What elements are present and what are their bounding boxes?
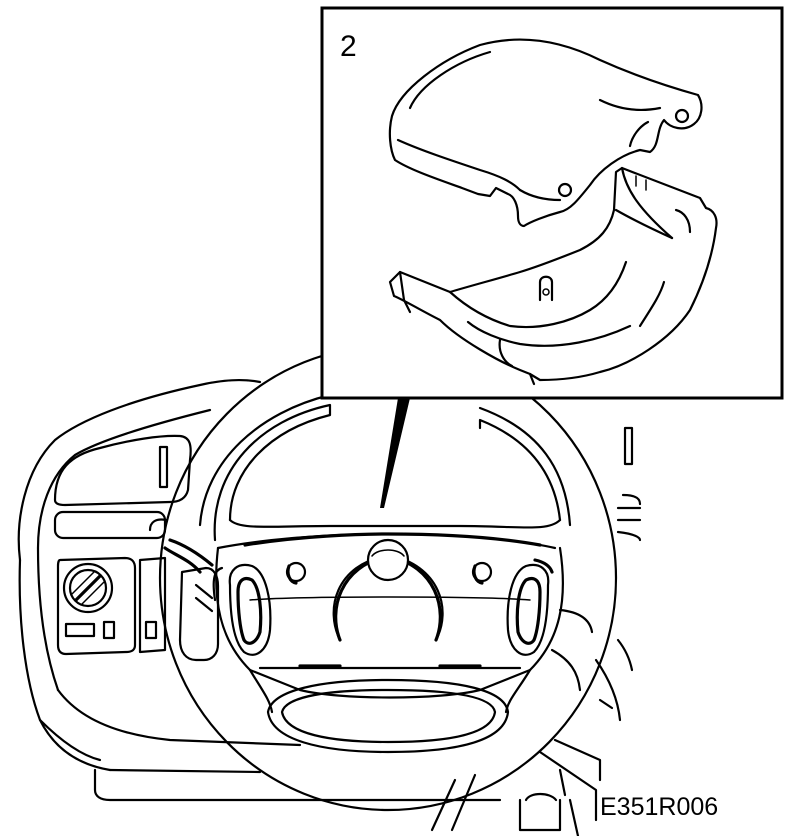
dashboard-panel bbox=[17, 379, 502, 802]
upper-cover-half bbox=[388, 38, 703, 228]
detail-number-label: 2 bbox=[340, 30, 357, 63]
detail-box: 2 bbox=[320, 6, 784, 400]
callout-leader bbox=[380, 398, 410, 508]
lower-cover-half bbox=[388, 166, 718, 386]
figure-code-label: E351R006 bbox=[600, 793, 718, 821]
steering-wheel bbox=[158, 344, 618, 812]
